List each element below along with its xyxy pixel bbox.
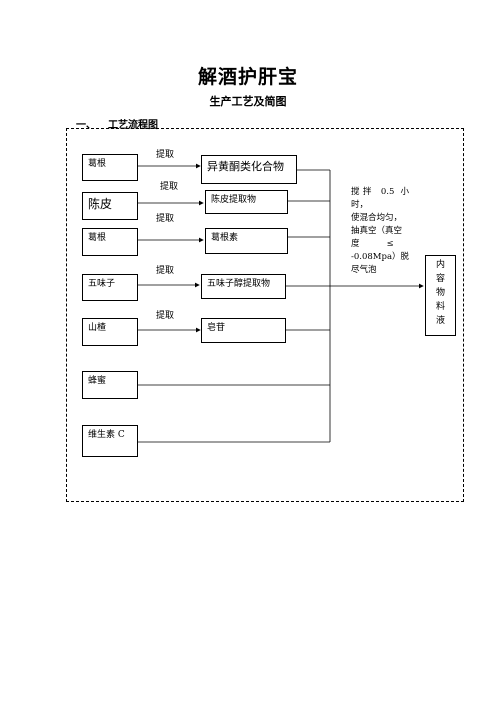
material-box-gegen-2: 葛根 [82, 228, 138, 256]
result-char: 料 [435, 302, 445, 312]
section-title: 工艺流程图 [108, 120, 158, 131]
result-char: 容 [435, 274, 445, 284]
process-note-line: 度 ≤ [351, 239, 394, 249]
result-char: 液 [435, 316, 445, 326]
product-box-isoflavone: 异黄酮类化合物 [201, 155, 297, 184]
flow-diagram-frame [66, 128, 464, 502]
process-note-line: 抽真空（真空 [351, 226, 403, 236]
section-number: 一、 [76, 120, 96, 131]
result-char: 物 [435, 288, 445, 298]
product-box-puerarin: 葛根素 [205, 228, 288, 254]
material-box-vitamin-c: 维生素 C [82, 425, 138, 457]
material-box-honey: 蜂蜜 [82, 371, 138, 399]
extract-label-1: 提取 [156, 150, 175, 160]
result-char: 内 [435, 260, 445, 270]
material-box-shanzha: 山楂 [82, 318, 138, 346]
process-note: 搅拌 0.5 小时， 使混合均匀， 抽真空（真空 度 ≤ -0.08Mpa）脱 … [351, 186, 409, 277]
process-note-line: 使混合均匀， [351, 213, 403, 223]
product-box-chenpi-extract: 陈皮提取物 [205, 190, 288, 214]
process-note-line: 尽气泡 [351, 265, 377, 275]
extract-label-3: 提取 [156, 214, 175, 224]
product-box-wuweizi-extract: 五味子醇提取物 [201, 274, 286, 299]
material-box-chenpi: 陈皮 [82, 192, 138, 220]
process-note-line: -0.08Mpa）脱 [351, 252, 410, 262]
section-heading: 一、 工艺流程图 [76, 116, 158, 131]
extract-label-2: 提取 [160, 182, 179, 192]
extract-label-4: 提取 [156, 266, 175, 276]
document-title: 解酒护肝宝 [197, 66, 298, 88]
product-box-saponin: 皂苷 [201, 318, 286, 343]
result-box-content-liquid: 内 容 物 料 液 [425, 255, 456, 336]
material-box-gegen-1: 葛根 [82, 154, 138, 181]
document-subtitle: 生产工艺及简图 [209, 95, 287, 108]
extract-label-5: 提取 [156, 311, 175, 321]
material-box-wuweizi: 五味子 [82, 274, 138, 301]
process-note-line: 搅拌 0.5 小时， [351, 187, 409, 210]
